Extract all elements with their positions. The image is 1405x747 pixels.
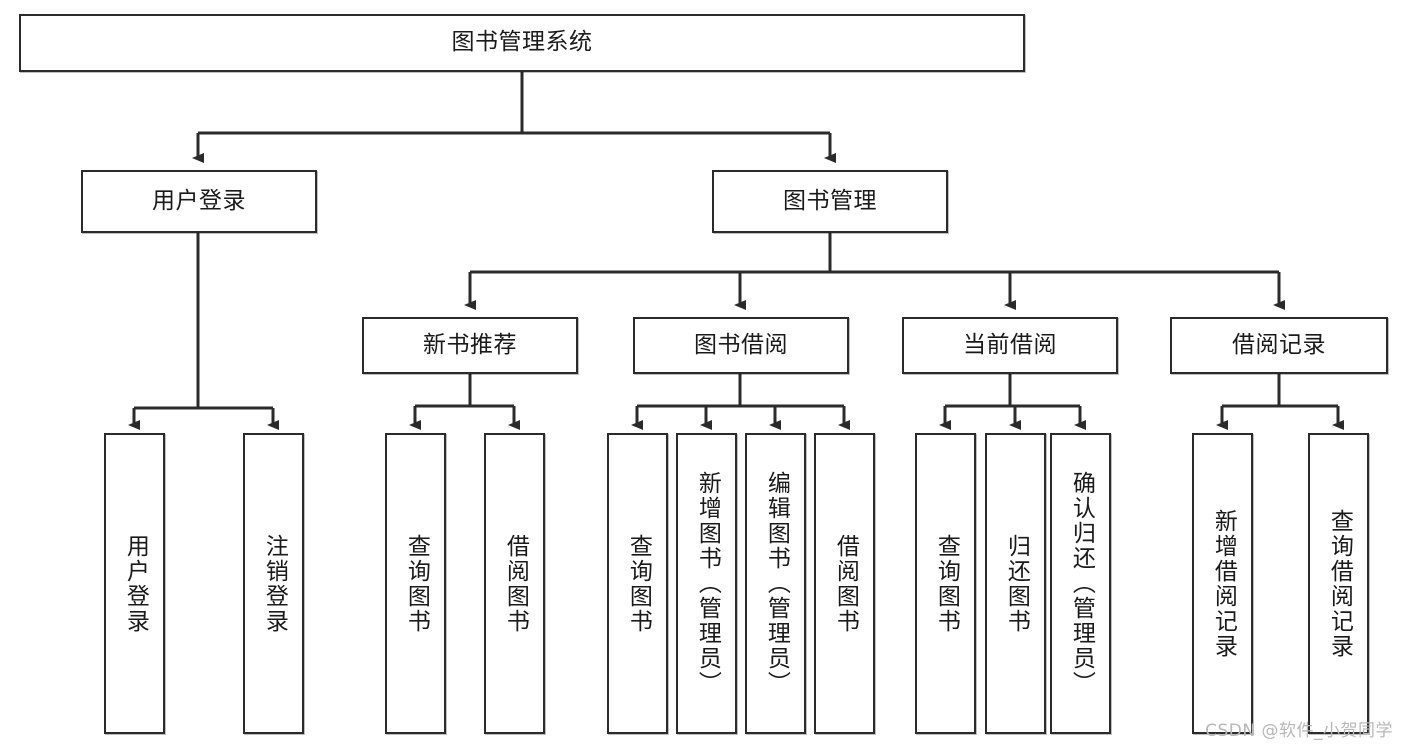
- leaf-user-login[interactable]: 用户登录: [104, 433, 165, 734]
- leaf-query-book-2[interactable]: 查询图书: [607, 433, 668, 734]
- node-label: 当前借阅: [963, 331, 1057, 358]
- leaf-query-book-3[interactable]: 查询图书: [915, 433, 976, 734]
- leaf-logout-login[interactable]: 注销登录: [243, 433, 304, 734]
- leaf-query-book-1[interactable]: 查询图书: [385, 433, 446, 734]
- leaf-return-book[interactable]: 归还图书: [985, 433, 1046, 734]
- node-book-manage[interactable]: 图书管理: [712, 170, 948, 233]
- node-root[interactable]: 图书管理系统: [19, 14, 1025, 72]
- leaf-query-record[interactable]: 查询借阅记录: [1308, 433, 1369, 734]
- leaf-add-book[interactable]: 新增图书（管理员）: [676, 433, 737, 734]
- node-label: 确认归还（管理员）: [1068, 471, 1095, 696]
- leaf-add-record[interactable]: 新增借阅记录: [1192, 433, 1253, 734]
- node-book-borrow[interactable]: 图书借阅: [633, 317, 849, 374]
- node-user-login[interactable]: 用户登录: [81, 170, 317, 233]
- node-label: 借阅图书: [832, 533, 859, 634]
- node-label: 图书借阅: [694, 331, 788, 358]
- node-label: 用户登录: [152, 187, 246, 214]
- leaf-confirm-return[interactable]: 确认归还（管理员）: [1050, 433, 1111, 734]
- node-label: 新增图书（管理员）: [694, 471, 721, 696]
- node-label: 图书管理系统: [451, 29, 593, 56]
- node-label: 查询图书: [933, 533, 960, 634]
- node-label: 借阅记录: [1232, 331, 1326, 358]
- node-new-book-rec[interactable]: 新书推荐: [362, 317, 578, 374]
- node-current-borrow[interactable]: 当前借阅: [902, 317, 1118, 374]
- node-label: 注销登录: [261, 533, 288, 634]
- node-borrow-record[interactable]: 借阅记录: [1170, 317, 1388, 374]
- node-label: 查询图书: [625, 533, 652, 634]
- node-label: 用户登录: [122, 533, 149, 634]
- leaf-borrow-book-1[interactable]: 借阅图书: [484, 433, 545, 734]
- node-label: 新增借阅记录: [1210, 508, 1237, 659]
- node-label: 编辑图书（管理员）: [763, 471, 790, 696]
- node-label: 借阅图书: [502, 533, 529, 634]
- leaf-borrow-book-2[interactable]: 借阅图书: [814, 433, 875, 734]
- node-label: 新书推荐: [423, 331, 517, 358]
- watermark: CSDN @软件_小贺同学: [1205, 721, 1393, 741]
- node-label: 查询借阅记录: [1326, 508, 1353, 659]
- leaf-edit-book[interactable]: 编辑图书（管理员）: [745, 433, 806, 734]
- node-label: 图书管理: [783, 187, 877, 214]
- node-label: 查询图书: [403, 533, 430, 634]
- node-label: 归还图书: [1003, 533, 1030, 634]
